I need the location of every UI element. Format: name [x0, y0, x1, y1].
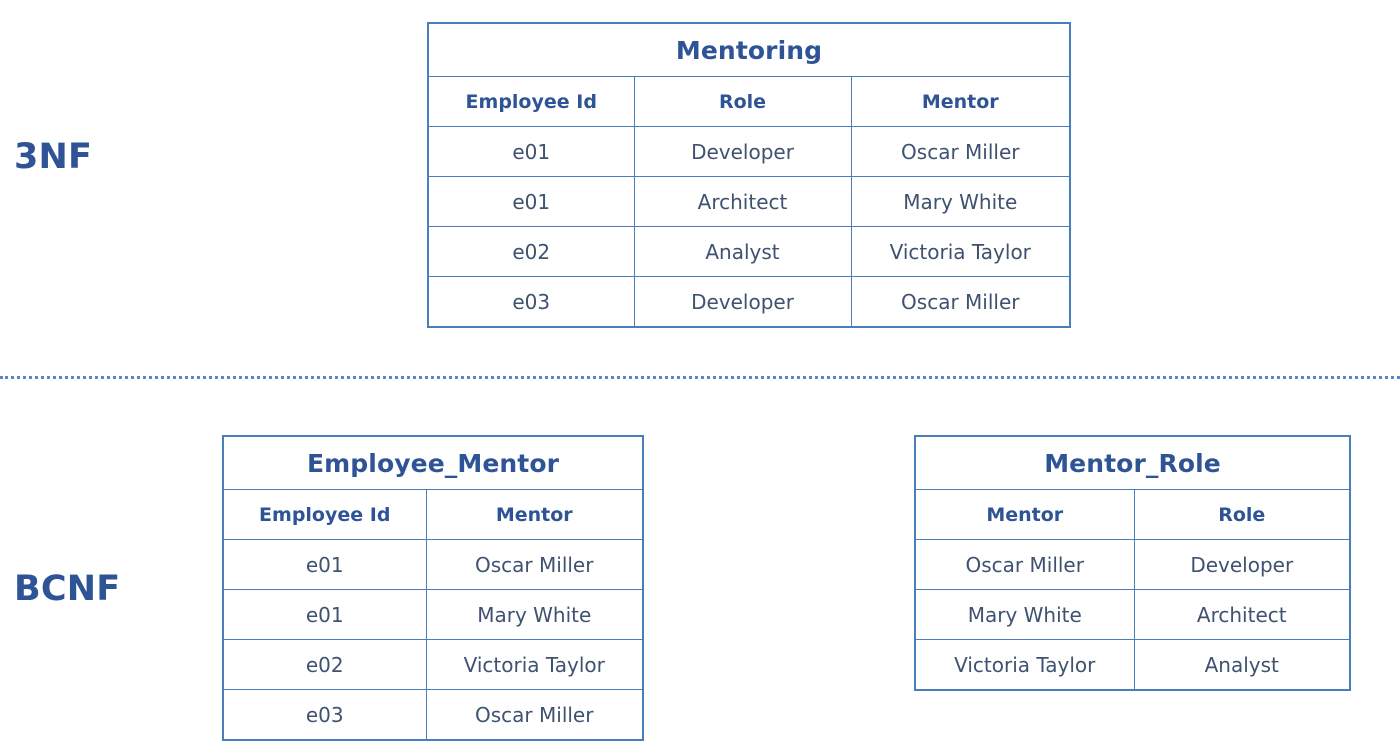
section-divider — [0, 376, 1400, 379]
cell-mentor: Mary White — [425, 589, 644, 640]
cell-mentor: Oscar Miller — [850, 126, 1071, 177]
cell-role: Architect — [1133, 589, 1351, 640]
cell-employee-id: e03 — [222, 689, 427, 741]
table-title: Mentoring — [427, 22, 1071, 77]
table-header-row: Employee Id Role Mentor — [427, 76, 1071, 127]
table-title-row: Employee_Mentor — [222, 435, 644, 490]
cell-employee-id: e02 — [222, 639, 427, 690]
table-mentor-role: Mentor_Role Mentor Role Oscar Miller Dev… — [914, 435, 1352, 691]
section-label-3nf: 3NF — [14, 137, 93, 177]
cell-mentor: Oscar Miller — [914, 539, 1135, 590]
column-header-employee-id: Employee Id — [427, 76, 635, 127]
section-label-bcnf: BCNF — [14, 569, 121, 609]
cell-mentor: Oscar Miller — [425, 539, 644, 590]
cell-mentor: Victoria Taylor — [914, 639, 1135, 691]
cell-employee-id: e01 — [222, 589, 427, 640]
table-mentoring: Mentoring Employee Id Role Mentor e01 De… — [427, 22, 1072, 328]
column-header-mentor: Mentor — [914, 489, 1135, 540]
table-row: e03 Developer Oscar Miller — [427, 276, 1071, 328]
cell-role: Architect — [633, 176, 852, 227]
column-header-mentor: Mentor — [850, 76, 1071, 127]
cell-mentor: Oscar Miller — [425, 689, 644, 741]
table-row: Oscar Miller Developer — [914, 539, 1351, 590]
column-header-employee-id: Employee Id — [222, 489, 427, 540]
table-row: e02 Victoria Taylor — [222, 639, 644, 690]
cell-mentor: Mary White — [850, 176, 1071, 227]
table-row: e03 Oscar Miller — [222, 689, 644, 741]
table-row: Mary White Architect — [914, 589, 1351, 640]
cell-employee-id: e02 — [427, 226, 635, 277]
column-header-mentor: Mentor — [425, 489, 644, 540]
cell-employee-id: e01 — [427, 126, 635, 177]
cell-mentor: Oscar Miller — [850, 276, 1071, 328]
cell-mentor: Mary White — [914, 589, 1135, 640]
table-title-row: Mentor_Role — [914, 435, 1351, 490]
table-header-row: Employee Id Mentor — [222, 489, 644, 540]
table-title-row: Mentoring — [427, 22, 1071, 77]
table-row: e01 Developer Oscar Miller — [427, 126, 1071, 177]
table-row: e01 Architect Mary White — [427, 176, 1071, 227]
table-row: e01 Oscar Miller — [222, 539, 644, 590]
cell-role: Developer — [633, 276, 852, 328]
cell-employee-id: e03 — [427, 276, 635, 328]
table-title: Employee_Mentor — [222, 435, 644, 490]
table-row: e02 Analyst Victoria Taylor — [427, 226, 1071, 277]
column-header-role: Role — [1133, 489, 1351, 540]
cell-mentor: Victoria Taylor — [850, 226, 1071, 277]
cell-role: Analyst — [633, 226, 852, 277]
cell-role: Analyst — [1133, 639, 1351, 691]
table-header-row: Mentor Role — [914, 489, 1351, 540]
table-employee-mentor: Employee_Mentor Employee Id Mentor e01 O… — [222, 435, 644, 741]
cell-role: Developer — [633, 126, 852, 177]
cell-role: Developer — [1133, 539, 1351, 590]
table-row: Victoria Taylor Analyst — [914, 639, 1351, 691]
cell-employee-id: e01 — [222, 539, 427, 590]
table-row: e01 Mary White — [222, 589, 644, 640]
table-title: Mentor_Role — [914, 435, 1351, 490]
column-header-role: Role — [633, 76, 852, 127]
cell-mentor: Victoria Taylor — [425, 639, 644, 690]
cell-employee-id: e01 — [427, 176, 635, 227]
